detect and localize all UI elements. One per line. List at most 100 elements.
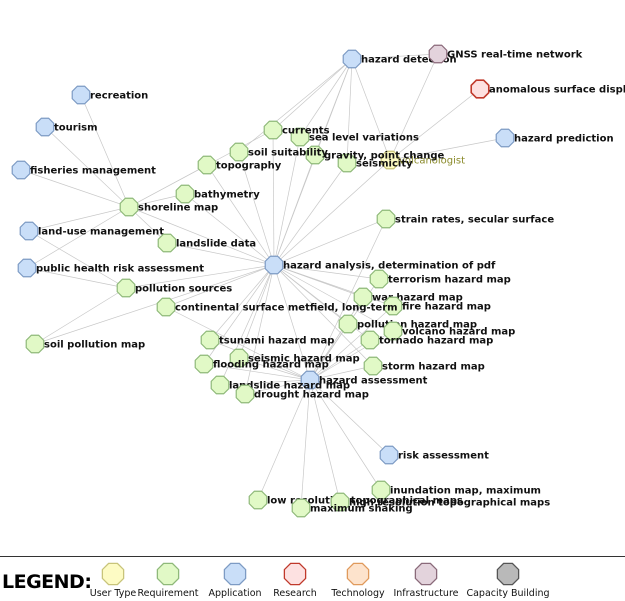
node-label: tsunami hazard map [219,336,334,347]
node-shape [495,128,515,148]
node-hazard-detection[interactable]: hazard detection [342,49,457,69]
legend-item-label: Requirement [137,588,199,599]
node-shape [210,375,230,395]
node-volcanologist[interactable]: volcanologist [380,150,465,170]
node-tsunami[interactable]: tsunami hazard map [200,330,334,350]
edge-shoreline-recreation [80,94,130,208]
node-anomalous[interactable]: anomalous surface displac [470,79,625,99]
node-shape [263,120,283,140]
node-landslide-data[interactable]: landslide data [157,233,256,253]
node-bathymetry[interactable]: bathymetry [175,184,260,204]
node-label: flooding hazard map [213,360,329,371]
edge-hazard_assessment-tornado [309,339,371,381]
legend-swatch-icon [156,562,180,586]
node-volcano-hazard[interactable]: volcano hazard map [383,321,515,341]
node-shape [25,334,45,354]
node-public-health[interactable]: public health risk assessment [17,258,204,278]
node-landslide-hazard[interactable]: landslide hazard map [210,375,350,395]
edge-hazard_assessment-low_res [257,379,311,501]
node-currents[interactable]: currents [263,120,330,140]
edge-shoreline-fisheries [20,169,130,208]
node-inundation[interactable]: inundation map, maximum [371,480,541,500]
node-pollution-sources[interactable]: pollution sources [116,278,232,298]
node-shape [371,480,391,500]
node-label: maximum shaking [310,504,413,515]
node-label: anomalous surface displac [489,85,625,96]
node-label: terrorism hazard map [388,275,511,286]
edge-hazard_assessment-max_shaking [300,379,311,509]
node-low-res[interactable]: low resolution topographical maps [248,490,463,510]
node-shape [197,155,217,175]
node-drought[interactable]: drought hazard map [235,384,369,404]
node-tornado[interactable]: tornado hazard map [360,330,493,350]
node-continental[interactable]: continental surface metfield, long-term [156,297,398,317]
node-label: sea level variations [309,133,419,144]
legend-item-label: Infrastructure [393,588,459,599]
node-label: fisheries management [30,166,156,177]
node-label: low resolution topographical maps [267,496,463,507]
node-sea-level[interactable]: sea level variations [290,127,419,147]
node-label: public health risk assessment [36,264,204,275]
node-label: seismicity [356,159,413,170]
node-shape [291,498,311,518]
edge-shoreline-land_use [28,206,130,232]
node-hazard-assessment[interactable]: hazard assessment [300,370,428,390]
node-label: pollution hazard map [357,320,477,331]
node-high-res[interactable]: high resolution topographical maps [330,492,550,512]
node-tourism[interactable]: tourism [35,117,98,137]
node-shoreline[interactable]: shoreline map [119,197,218,217]
node-recreation[interactable]: recreation [71,85,148,105]
node-shape [290,127,310,147]
node-soil-suit[interactable]: soil suitability [229,142,328,162]
node-fisheries[interactable]: fisheries management [11,160,156,180]
node-shape [116,278,136,298]
edge-anomalous-volcanologist [389,88,481,161]
node-label: hazard analysis, determination of pdf [283,261,496,272]
node-shape [383,296,403,316]
node-war[interactable]: war hazard map [353,287,463,307]
node-gnss[interactable]: GNSS real-time network [428,44,583,64]
node-hazard-analysis[interactable]: hazard analysis, determination of pdf [264,255,496,275]
node-shape [175,184,195,204]
edge-shoreline-tourism [44,126,130,208]
node-gravity[interactable]: gravity, point change [305,145,444,165]
node-label: hazard prediction [514,134,614,145]
node-label: volcanologist [399,156,465,167]
node-fire[interactable]: fire hazard map [383,296,491,316]
node-strain[interactable]: strain rates, secular surface [376,209,554,229]
node-terrorism[interactable]: terrorism hazard map [369,269,511,289]
node-pollution-hazard[interactable]: pollution hazard map [338,314,477,334]
node-risk-assessment[interactable]: risk assessment [379,445,489,465]
edge-hazard_analysis-tsunami [209,264,275,341]
node-seismic-hazard[interactable]: seismic hazard map [229,348,360,368]
node-label: inundation map, maximum [390,486,541,497]
node-label: soil pollution map [44,340,145,351]
node-soil-pollution[interactable]: soil pollution map [25,334,145,354]
node-label: bathymetry [194,190,260,201]
node-shape [380,150,400,170]
node-hazard-prediction[interactable]: hazard prediction [495,128,614,148]
edge-hazard_analysis-continental [165,264,275,308]
node-max-shaking[interactable]: maximum shaking [291,498,413,518]
edge-hazard_assessment-war [309,296,364,381]
node-label: landslide hazard map [229,381,350,392]
edge-hazard_assessment-tsunami [209,339,311,381]
node-flooding[interactable]: flooding hazard map [194,354,329,374]
legend-swatch-icon [496,562,520,586]
node-shape [19,221,39,241]
node-label: tornado hazard map [379,336,493,347]
legend-swatch-icon [283,562,307,586]
node-label: volcano hazard map [402,327,515,338]
edge-hazard_analysis-sea_level [273,136,301,266]
legend-item-label: Application [208,588,262,599]
node-shape [35,117,55,137]
edge-hazard_assessment-drought [244,379,311,395]
edge-hazard_analysis-bathymetry [184,193,275,266]
node-land-use[interactable]: land-use management [19,221,164,241]
node-storm[interactable]: storm hazard map [363,356,485,376]
node-shape [229,348,249,368]
node-topography[interactable]: topography [197,155,282,175]
node-seismicity[interactable]: seismicity [337,153,413,173]
edge-hazard_assessment-storm [309,365,374,381]
